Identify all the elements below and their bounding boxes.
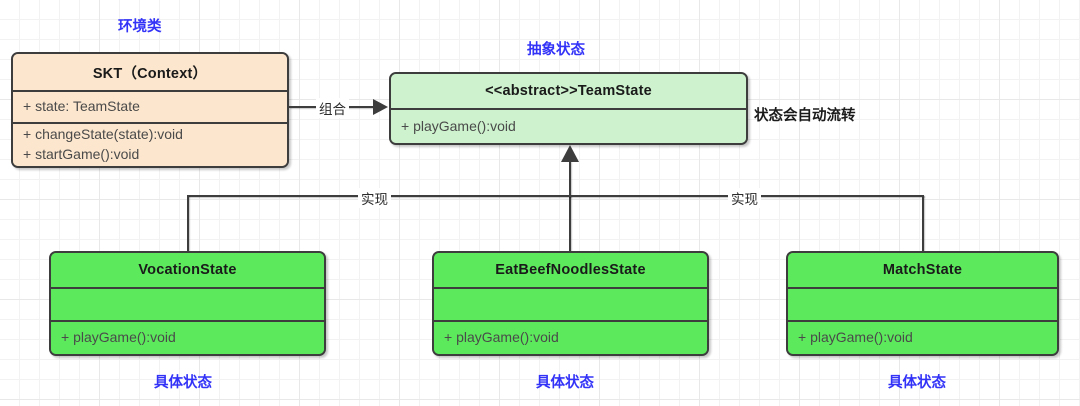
composition-arrowhead-icon (373, 99, 388, 115)
class-attributes-vocationstate (51, 289, 324, 322)
generalization-trunk-vertical (569, 161, 571, 251)
class-operations-teamstate: + playGame():void (391, 110, 746, 143)
annotation-auto-flow-note: 状态会自动流转 (754, 108, 856, 124)
edge-label-realize-right: 实现 (728, 188, 761, 208)
operation-play-game-abstract: + playGame():void (401, 117, 516, 134)
operation-play-game-matchstate: + playGame():void (798, 329, 913, 346)
operation-start-game: + startGame():void (23, 146, 140, 162)
class-title-skt-context: SKT（Context） (13, 54, 287, 92)
edge-label-composition: 组合 (316, 98, 349, 118)
class-operations-vocationstate: + playGame():void (51, 322, 324, 354)
operation-change-state: + changeState(state):void (23, 126, 183, 143)
class-box-teamstate[interactable]: <<abstract>>TeamState + playGame():void (389, 72, 748, 145)
class-title-eatbeefnoodlesstate: EatBeefNoodlesState (434, 253, 707, 289)
attribute-state: + state: TeamState (23, 98, 140, 115)
annotation-concrete-right-label: 具体状态 (888, 375, 946, 391)
class-operations-eatbeefnoodlesstate: + playGame():void (434, 322, 707, 354)
class-title-vocationstate: VocationState (51, 253, 324, 289)
class-box-skt-context[interactable]: SKT（Context） + state: TeamState + change… (11, 52, 289, 168)
generalization-drop-right (922, 195, 924, 253)
class-box-eatbeefnoodlesstate[interactable]: EatBeefNoodlesState + playGame():void (432, 251, 709, 356)
class-attributes-matchstate (788, 289, 1057, 322)
annotation-abstract-label: 抽象状态 (527, 42, 585, 58)
annotation-concrete-left-label: 具体状态 (154, 375, 212, 391)
class-title-matchstate: MatchState (788, 253, 1057, 289)
class-box-matchstate[interactable]: MatchState + playGame():void (786, 251, 1059, 356)
annotation-concrete-middle-label: 具体状态 (536, 375, 594, 391)
class-attributes-eatbeefnoodlesstate (434, 289, 707, 322)
edge-label-realize-left: 实现 (358, 188, 391, 208)
class-box-vocationstate[interactable]: VocationState + playGame():void (49, 251, 326, 356)
generalization-arrowhead-icon (561, 145, 579, 162)
operation-play-game-eatbeefnoodlesstate: + playGame():void (444, 329, 559, 346)
class-title-teamstate: <<abstract>>TeamState (391, 74, 746, 110)
generalization-drop-left (187, 195, 189, 253)
class-operations-matchstate: + playGame():void (788, 322, 1057, 354)
operation-play-game-vocationstate: + playGame():void (61, 329, 176, 346)
class-attributes-skt-context: + state: TeamState (13, 92, 287, 124)
class-operations-skt-context: + changeState(state):void + startGame():… (13, 124, 287, 166)
annotation-context-label: 环境类 (118, 19, 162, 35)
